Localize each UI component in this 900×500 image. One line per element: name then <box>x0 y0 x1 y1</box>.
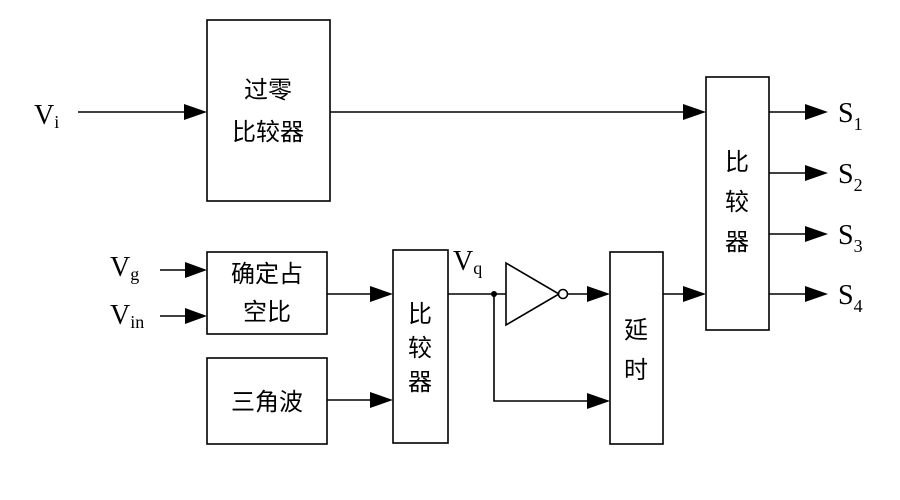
signal-s2-label: S2 <box>838 159 863 195</box>
duty-cycle-label-line1: 确定占 <box>231 260 303 288</box>
output-comparator-block: 比 较 器 <box>705 76 770 331</box>
signal-s3-label: S3 <box>838 220 863 256</box>
wire-zero-cross-to-output-comparator <box>330 104 706 120</box>
signal-vg-label: Vg <box>110 252 139 284</box>
triangle-wave-label: 三角波 <box>231 388 303 416</box>
output-comparator-char2: 较 <box>725 188 749 216</box>
wire-vin-to-duty <box>160 308 207 324</box>
delay-char2: 时 <box>624 356 648 384</box>
output-comparator-char3: 器 <box>725 228 749 256</box>
wire-triangle-to-middle-comparator <box>327 392 393 408</box>
wire-duty-to-middle-comparator <box>327 286 393 302</box>
duty-cycle-label-line2: 空比 <box>243 298 291 326</box>
wire-s4-output <box>769 286 828 302</box>
wire-vi-to-zero-cross <box>78 104 207 120</box>
wire-inverter-to-delay <box>568 286 610 302</box>
signal-vi-label: Vi <box>34 100 59 132</box>
wire-vg-to-duty <box>160 262 207 278</box>
signal-s1-label: S1 <box>838 98 863 134</box>
middle-comparator-char2: 较 <box>408 334 432 362</box>
middle-comparator-block: 比 较 器 <box>392 249 449 444</box>
duty-cycle-block: 确定占 空比 <box>206 251 328 335</box>
zero-cross-label-line2: 比较器 <box>232 118 304 146</box>
wire-s1-output <box>769 104 828 120</box>
wire-s3-output <box>769 226 828 242</box>
delay-char1: 延 <box>624 316 648 344</box>
output-comparator-char1: 比 <box>725 148 749 176</box>
delay-block: 延 时 <box>609 251 664 445</box>
inverter-gate <box>505 261 569 327</box>
wire-vq-to-inverter <box>448 291 506 297</box>
triangle-wave-block: 三角波 <box>206 357 328 445</box>
zero-cross-comparator-block: 过零 比较器 <box>206 19 331 202</box>
zero-cross-label-line1: 过零 <box>244 76 292 104</box>
middle-comparator-char1: 比 <box>408 300 432 328</box>
middle-comparator-char3: 器 <box>408 368 432 396</box>
wire-s2-output <box>769 165 828 181</box>
signal-s4-label: S4 <box>838 280 863 316</box>
signal-vq-label: Vq <box>453 246 482 278</box>
wire-delay-to-output-comparator <box>663 286 706 302</box>
wire-vq-branch-to-delay <box>493 294 610 409</box>
signal-vin-label: Vin <box>110 300 144 332</box>
